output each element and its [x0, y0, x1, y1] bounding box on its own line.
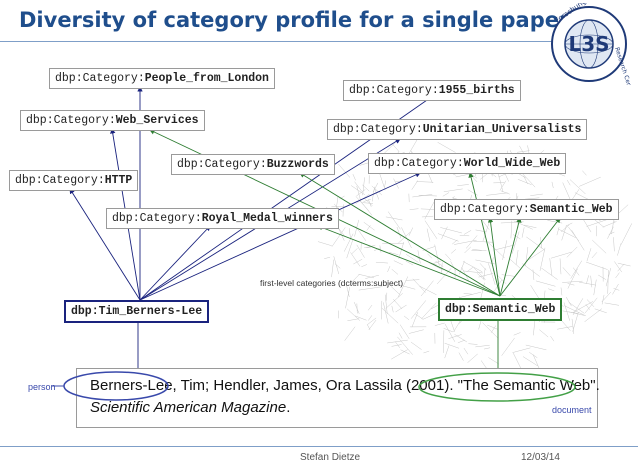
slide-title: Diversity of category profile for a sing…: [19, 8, 570, 32]
person-label: person: [28, 382, 56, 392]
category-world-wide-web[interactable]: dbp:Category:World_Wide_Web: [368, 153, 567, 174]
footer-divider: [0, 446, 638, 447]
document-label: document: [552, 405, 592, 415]
person-highlight-ellipse: [63, 371, 169, 401]
category-royal-medal-winners[interactable]: dbp:Category:Royal_Medal_winners: [106, 208, 339, 229]
logo-mark: L3S: [568, 32, 609, 56]
category-1955-births[interactable]: dbp:Category:1955_births: [343, 80, 521, 101]
edge-document-buzzwords: [299, 172, 501, 297]
title-divider: [0, 41, 560, 42]
edge-document-world-wide-web: [468, 172, 501, 297]
footer-date: 12/03/14: [521, 452, 560, 463]
l3s-logo: L3S Forschungszentrum Research Center: [551, 3, 633, 85]
first-level-categories-label: first-level categories (dcterms:subject): [260, 278, 404, 288]
footer-author: Stefan Dietze: [300, 452, 361, 463]
category-unitarian-universalists[interactable]: dbp:Category:Unitarian_Universalists: [327, 119, 588, 140]
category-http[interactable]: dbp:Category:HTTP: [9, 170, 139, 191]
edge-person-royal-medal-winners: [139, 225, 211, 301]
category-people-from-london[interactable]: dbp:Category:People_from_London: [49, 68, 275, 89]
edge-document-royal-medal-winners: [317, 225, 501, 297]
category-buzzwords[interactable]: dbp:Category:Buzzwords: [171, 154, 335, 175]
citation-line-1: Berners-Lee, Tim; Hendler, James, Ora La…: [90, 377, 600, 394]
edge-document-semantic-web-a: [487, 217, 501, 297]
edge-document-semantic-web-b: [499, 217, 561, 297]
entity-tim-berners-lee[interactable]: dbp:Tim_Berners-Lee: [64, 300, 210, 323]
edge-person-world-wide-web: [139, 172, 421, 301]
category-semantic-web[interactable]: dbp:Category:Semantic_Web: [434, 199, 619, 220]
citation-box: [76, 368, 598, 428]
category-web-services[interactable]: dbp:Category:Web_Services: [20, 110, 205, 131]
entity-semantic-web[interactable]: dbp:Semantic_Web: [438, 298, 563, 321]
edge-person-http: [69, 188, 141, 301]
citation-line-2: Scientific American Magazine.: [90, 399, 291, 416]
document-highlight-ellipse: [418, 372, 576, 402]
edge-document-semantic-web-c: [499, 217, 522, 297]
